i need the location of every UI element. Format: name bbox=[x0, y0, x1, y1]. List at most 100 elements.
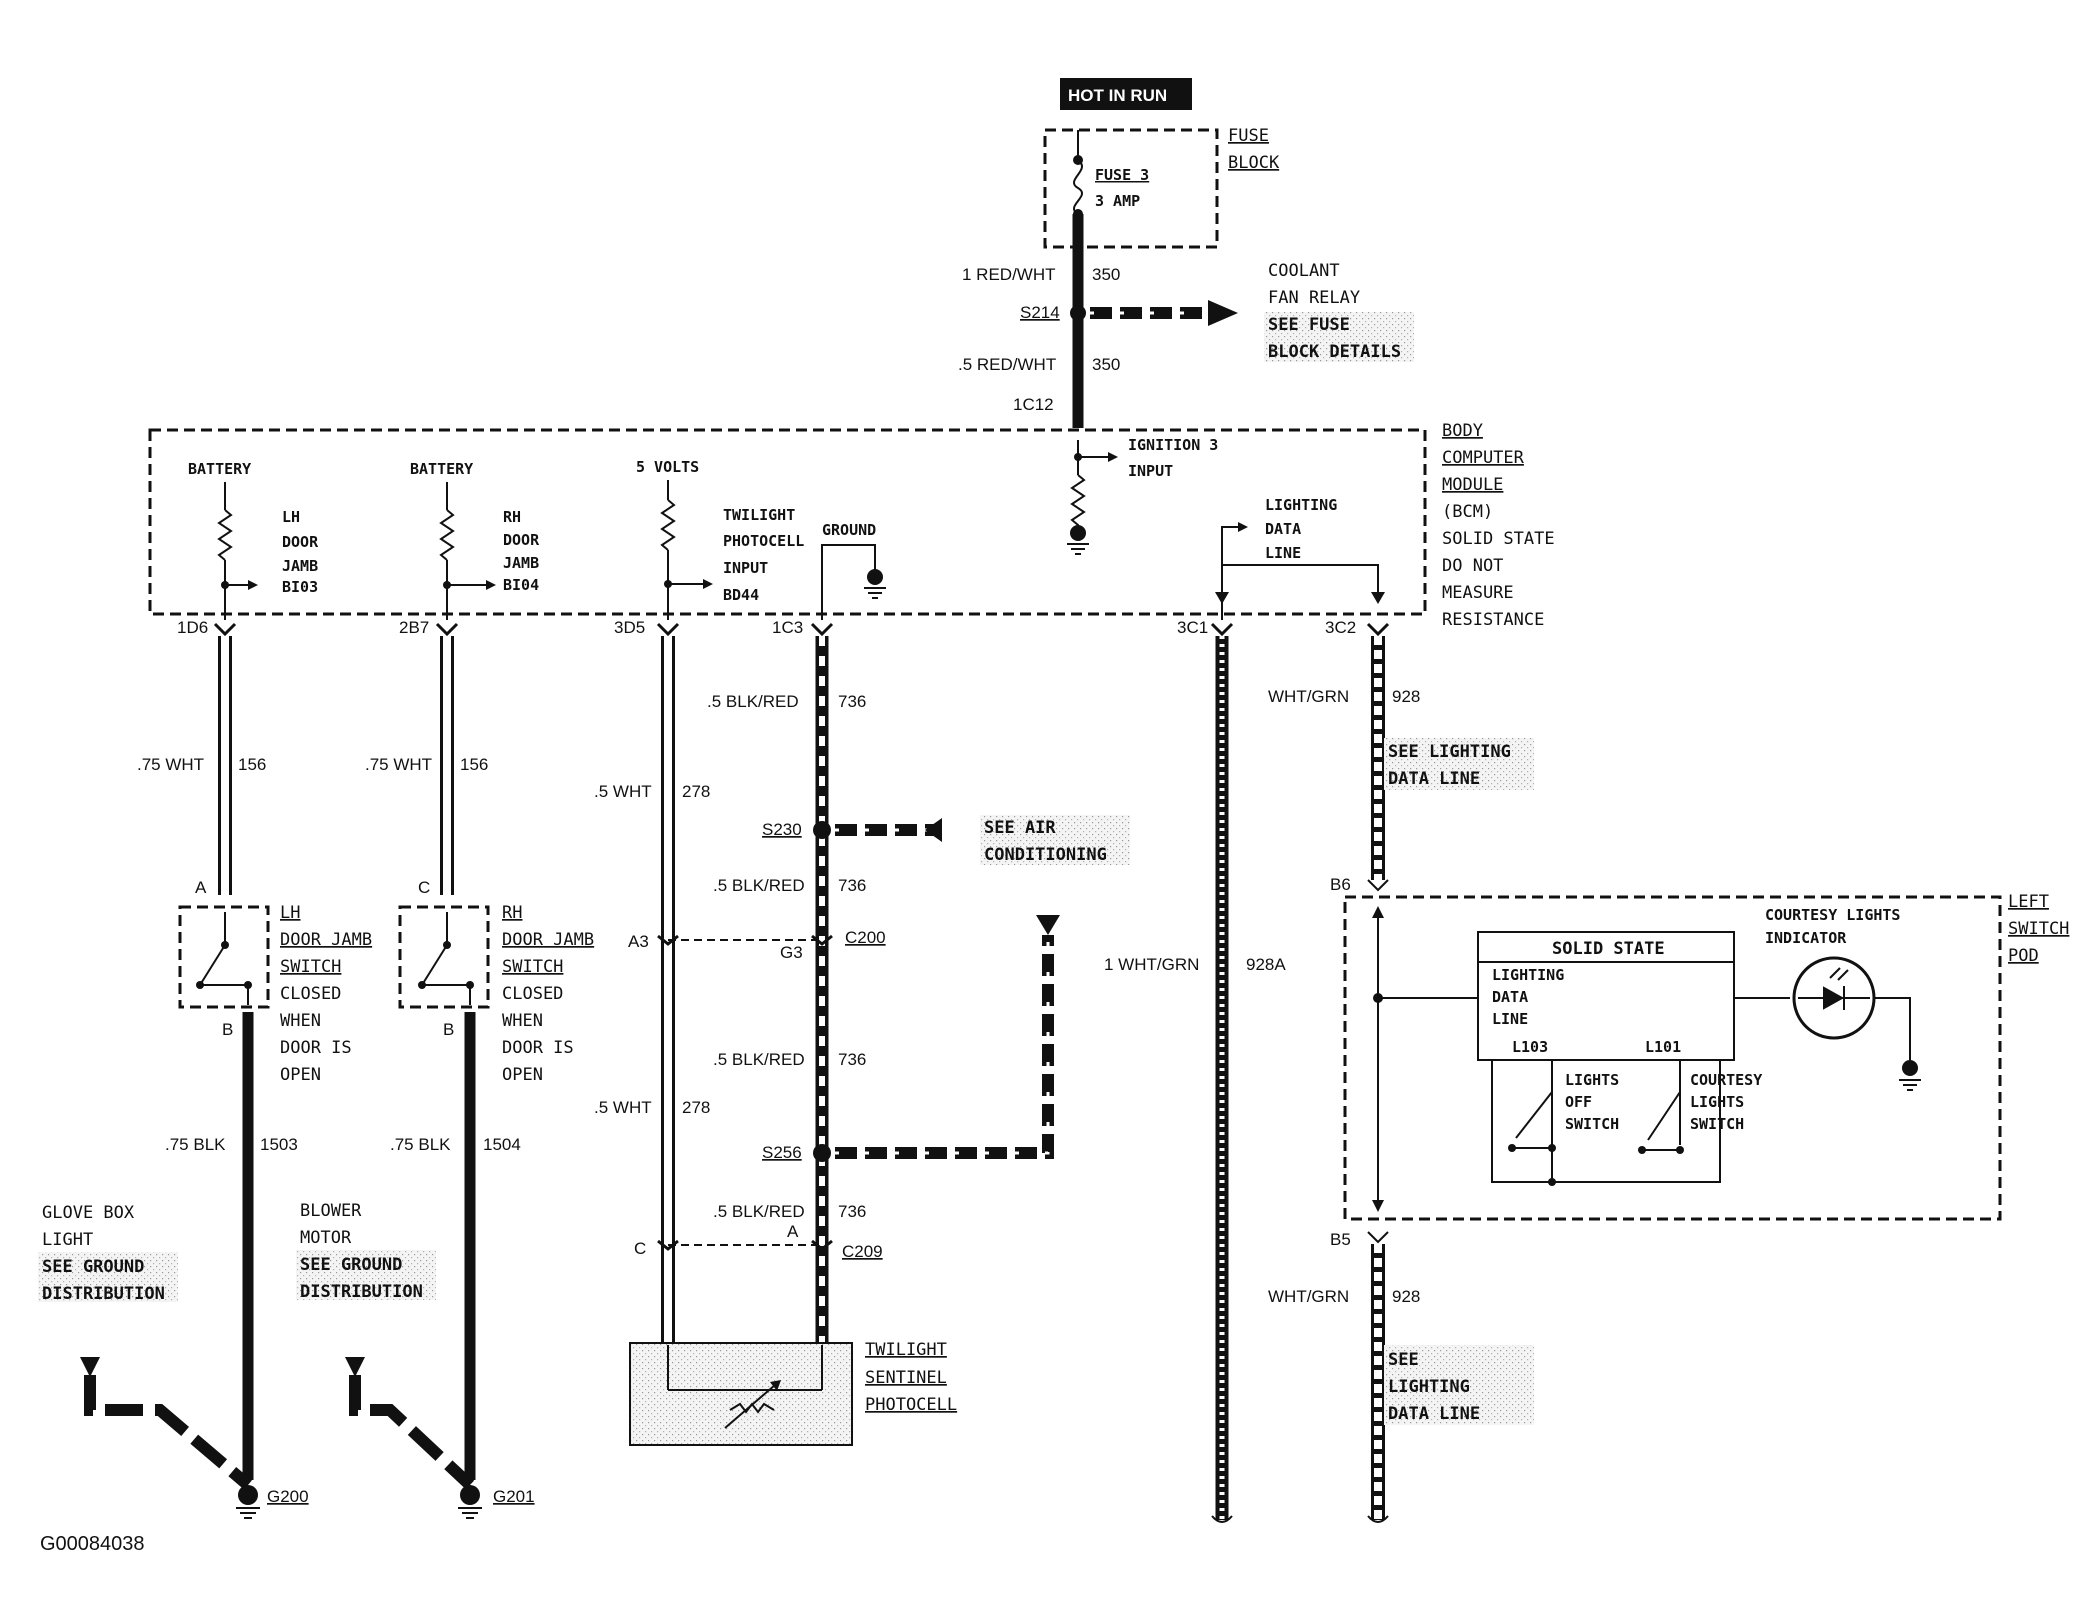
bcm-label-6: DO NOT bbox=[1442, 556, 1503, 576]
wire-156-rh-gauge: .75 WHT bbox=[365, 755, 432, 774]
indicator-ground-dot bbox=[1902, 1060, 1918, 1076]
wire-928a-gauge: 1 WHT/GRN bbox=[1104, 955, 1199, 974]
bcm-battery-1: BATTERY bbox=[188, 460, 251, 478]
bcm-twilight-1: TWILIGHT bbox=[723, 506, 795, 524]
rh-switch-label-1: RH bbox=[502, 903, 522, 923]
wire-278-number-lower: 278 bbox=[682, 1098, 710, 1117]
wire-736-number-b: 736 bbox=[838, 876, 866, 895]
wire-736-gauge-c: .5 BLK/RED bbox=[713, 1050, 805, 1069]
bcm-5v-resistor bbox=[660, 499, 676, 551]
rh-switch-pin-c: C bbox=[418, 878, 430, 897]
rh-switch-label-7: OPEN bbox=[502, 1065, 543, 1085]
photocell-arrowhead bbox=[770, 1380, 781, 1391]
solid-state-ld-1: LIGHTING bbox=[1492, 966, 1564, 984]
glove-box-ground-route bbox=[80, 1357, 252, 1490]
solid-state-l103: L103 bbox=[1512, 1038, 1548, 1056]
fuse-rating: 3 AMP bbox=[1095, 192, 1140, 210]
bcm-ign-arrowhead bbox=[1108, 452, 1118, 462]
bcm-rh-3: JAMB bbox=[503, 554, 539, 572]
wire-1503-number: 1503 bbox=[260, 1135, 298, 1154]
bcm-ign-resistor bbox=[1070, 474, 1086, 528]
lh-switch-contacts bbox=[199, 912, 249, 1005]
lh-switch-label-2: DOOR JAMB bbox=[280, 930, 372, 950]
connector-3c2: 3C2 bbox=[1325, 618, 1356, 637]
lights-off-3: SWITCH bbox=[1565, 1115, 1619, 1133]
coolant-note-2: FAN RELAY bbox=[1268, 288, 1360, 308]
indicator-label-1: COURTESY LIGHTS bbox=[1765, 906, 1900, 924]
ground-g200-label: G200 bbox=[267, 1487, 309, 1506]
connector-3c1: 3C1 bbox=[1177, 618, 1208, 637]
wire-1504-gauge: .75 BLK bbox=[390, 1135, 451, 1154]
solid-state-ld-3: LINE bbox=[1492, 1010, 1528, 1028]
bcm-label-5: SOLID STATE bbox=[1442, 529, 1555, 549]
ground-g201-dot bbox=[460, 1485, 480, 1505]
courtesy-lights-switch bbox=[1642, 1091, 1681, 1151]
wire-350-gauge-upper: 1 RED/WHT bbox=[962, 265, 1056, 284]
courtesy-switch-1: COURTESY bbox=[1690, 1071, 1762, 1089]
photocell-label-2: SENTINEL bbox=[865, 1368, 947, 1388]
connector-2b7: 2B7 bbox=[399, 618, 429, 637]
bcm-connector-chevrons bbox=[213, 622, 1390, 637]
see-lighting-top-2: DATA LINE bbox=[1388, 769, 1480, 789]
fuse-block-box bbox=[1043, 128, 1219, 249]
bcm-lh-3: JAMB bbox=[282, 557, 318, 575]
glove-box-3: SEE GROUND bbox=[42, 1257, 144, 1277]
ac-arrow bbox=[835, 818, 942, 842]
indicator-led-symbol bbox=[1798, 967, 1870, 1010]
wire-736-number-a: 736 bbox=[838, 692, 866, 711]
bcm-label-8: RESISTANCE bbox=[1442, 610, 1544, 630]
coolant-note-1: COOLANT bbox=[1268, 261, 1340, 281]
pod-node bbox=[1373, 993, 1383, 1003]
ac-note-shade bbox=[980, 815, 1130, 865]
blower-shade bbox=[296, 1250, 436, 1300]
solid-state-ld-2: DATA bbox=[1492, 988, 1528, 1006]
bcm-rh-4: BI04 bbox=[503, 576, 539, 594]
bcm-ground-dot bbox=[867, 569, 883, 585]
blower-1: BLOWER bbox=[300, 1201, 362, 1221]
wire-278-number-upper: 278 bbox=[682, 782, 710, 801]
lh-switch-label-5: WHEN bbox=[280, 1011, 321, 1031]
ground-g201-symbol bbox=[458, 1507, 482, 1519]
see-lighting-bottom-shade bbox=[1384, 1345, 1534, 1425]
splice-s256 bbox=[813, 1144, 831, 1162]
wire-278-gauge-lower: .5 WHT bbox=[594, 1098, 652, 1117]
lh-switch-label-1: LH bbox=[280, 903, 300, 923]
blower-3: SEE GROUND bbox=[300, 1255, 402, 1275]
rh-switch-label-3: SWITCH bbox=[502, 957, 563, 977]
indicator-label-2: INDICATOR bbox=[1765, 929, 1847, 947]
bcm-ground-label: GROUND bbox=[822, 521, 876, 539]
solid-state-box bbox=[1477, 931, 1735, 1061]
bcm-lighting-wire bbox=[1221, 526, 1379, 620]
figure-code: G00084038 bbox=[40, 1533, 145, 1555]
glove-box-1: GLOVE BOX bbox=[42, 1203, 135, 1223]
bcm-lighting-arrow-3 bbox=[1215, 592, 1229, 604]
bcm-battery-2: BATTERY bbox=[410, 460, 473, 478]
fuse-block-title-1: FUSE bbox=[1228, 126, 1269, 146]
wire-278-gauge-upper: .5 WHT bbox=[594, 782, 652, 801]
splice-s214 bbox=[1070, 305, 1086, 321]
solid-state-l101: L101 bbox=[1645, 1038, 1681, 1056]
b5-chevron bbox=[1367, 1231, 1389, 1244]
wire-928-end bbox=[1367, 1515, 1389, 1523]
bcm-lh-arrowhead bbox=[248, 580, 258, 590]
hot-in-run-box bbox=[1060, 78, 1192, 110]
bcm-ignition-1: IGNITION 3 bbox=[1128, 436, 1218, 454]
bcm-ground-symbol bbox=[864, 587, 886, 599]
twilight-photocell-box bbox=[629, 1342, 853, 1446]
wire-928-lower-number: 928 bbox=[1392, 1287, 1420, 1306]
rh-switch-label-2: DOOR JAMB bbox=[502, 930, 594, 950]
fuse-block-title-2: BLOCK bbox=[1228, 153, 1280, 173]
photocell-element bbox=[667, 1345, 823, 1414]
coolant-fan-arrow bbox=[1090, 300, 1238, 326]
blower-4: DISTRIBUTION bbox=[300, 1282, 423, 1302]
bcm-lighting-2: DATA bbox=[1265, 520, 1301, 538]
wire-156-rh-number: 156 bbox=[460, 755, 488, 774]
glove-box-shade bbox=[38, 1252, 178, 1302]
solid-state-title: SOLID STATE bbox=[1552, 939, 1665, 959]
bcm-lighting-arrow-2 bbox=[1371, 592, 1385, 604]
bcm-lighting-1: LIGHTING bbox=[1265, 496, 1337, 514]
wire-1503-gauge: .75 BLK bbox=[165, 1135, 226, 1154]
courtesy-switch-2: LIGHTS bbox=[1690, 1093, 1744, 1111]
connector-c-lower: C bbox=[634, 1239, 646, 1258]
see-lighting-top-1: SEE LIGHTING bbox=[1388, 742, 1511, 762]
